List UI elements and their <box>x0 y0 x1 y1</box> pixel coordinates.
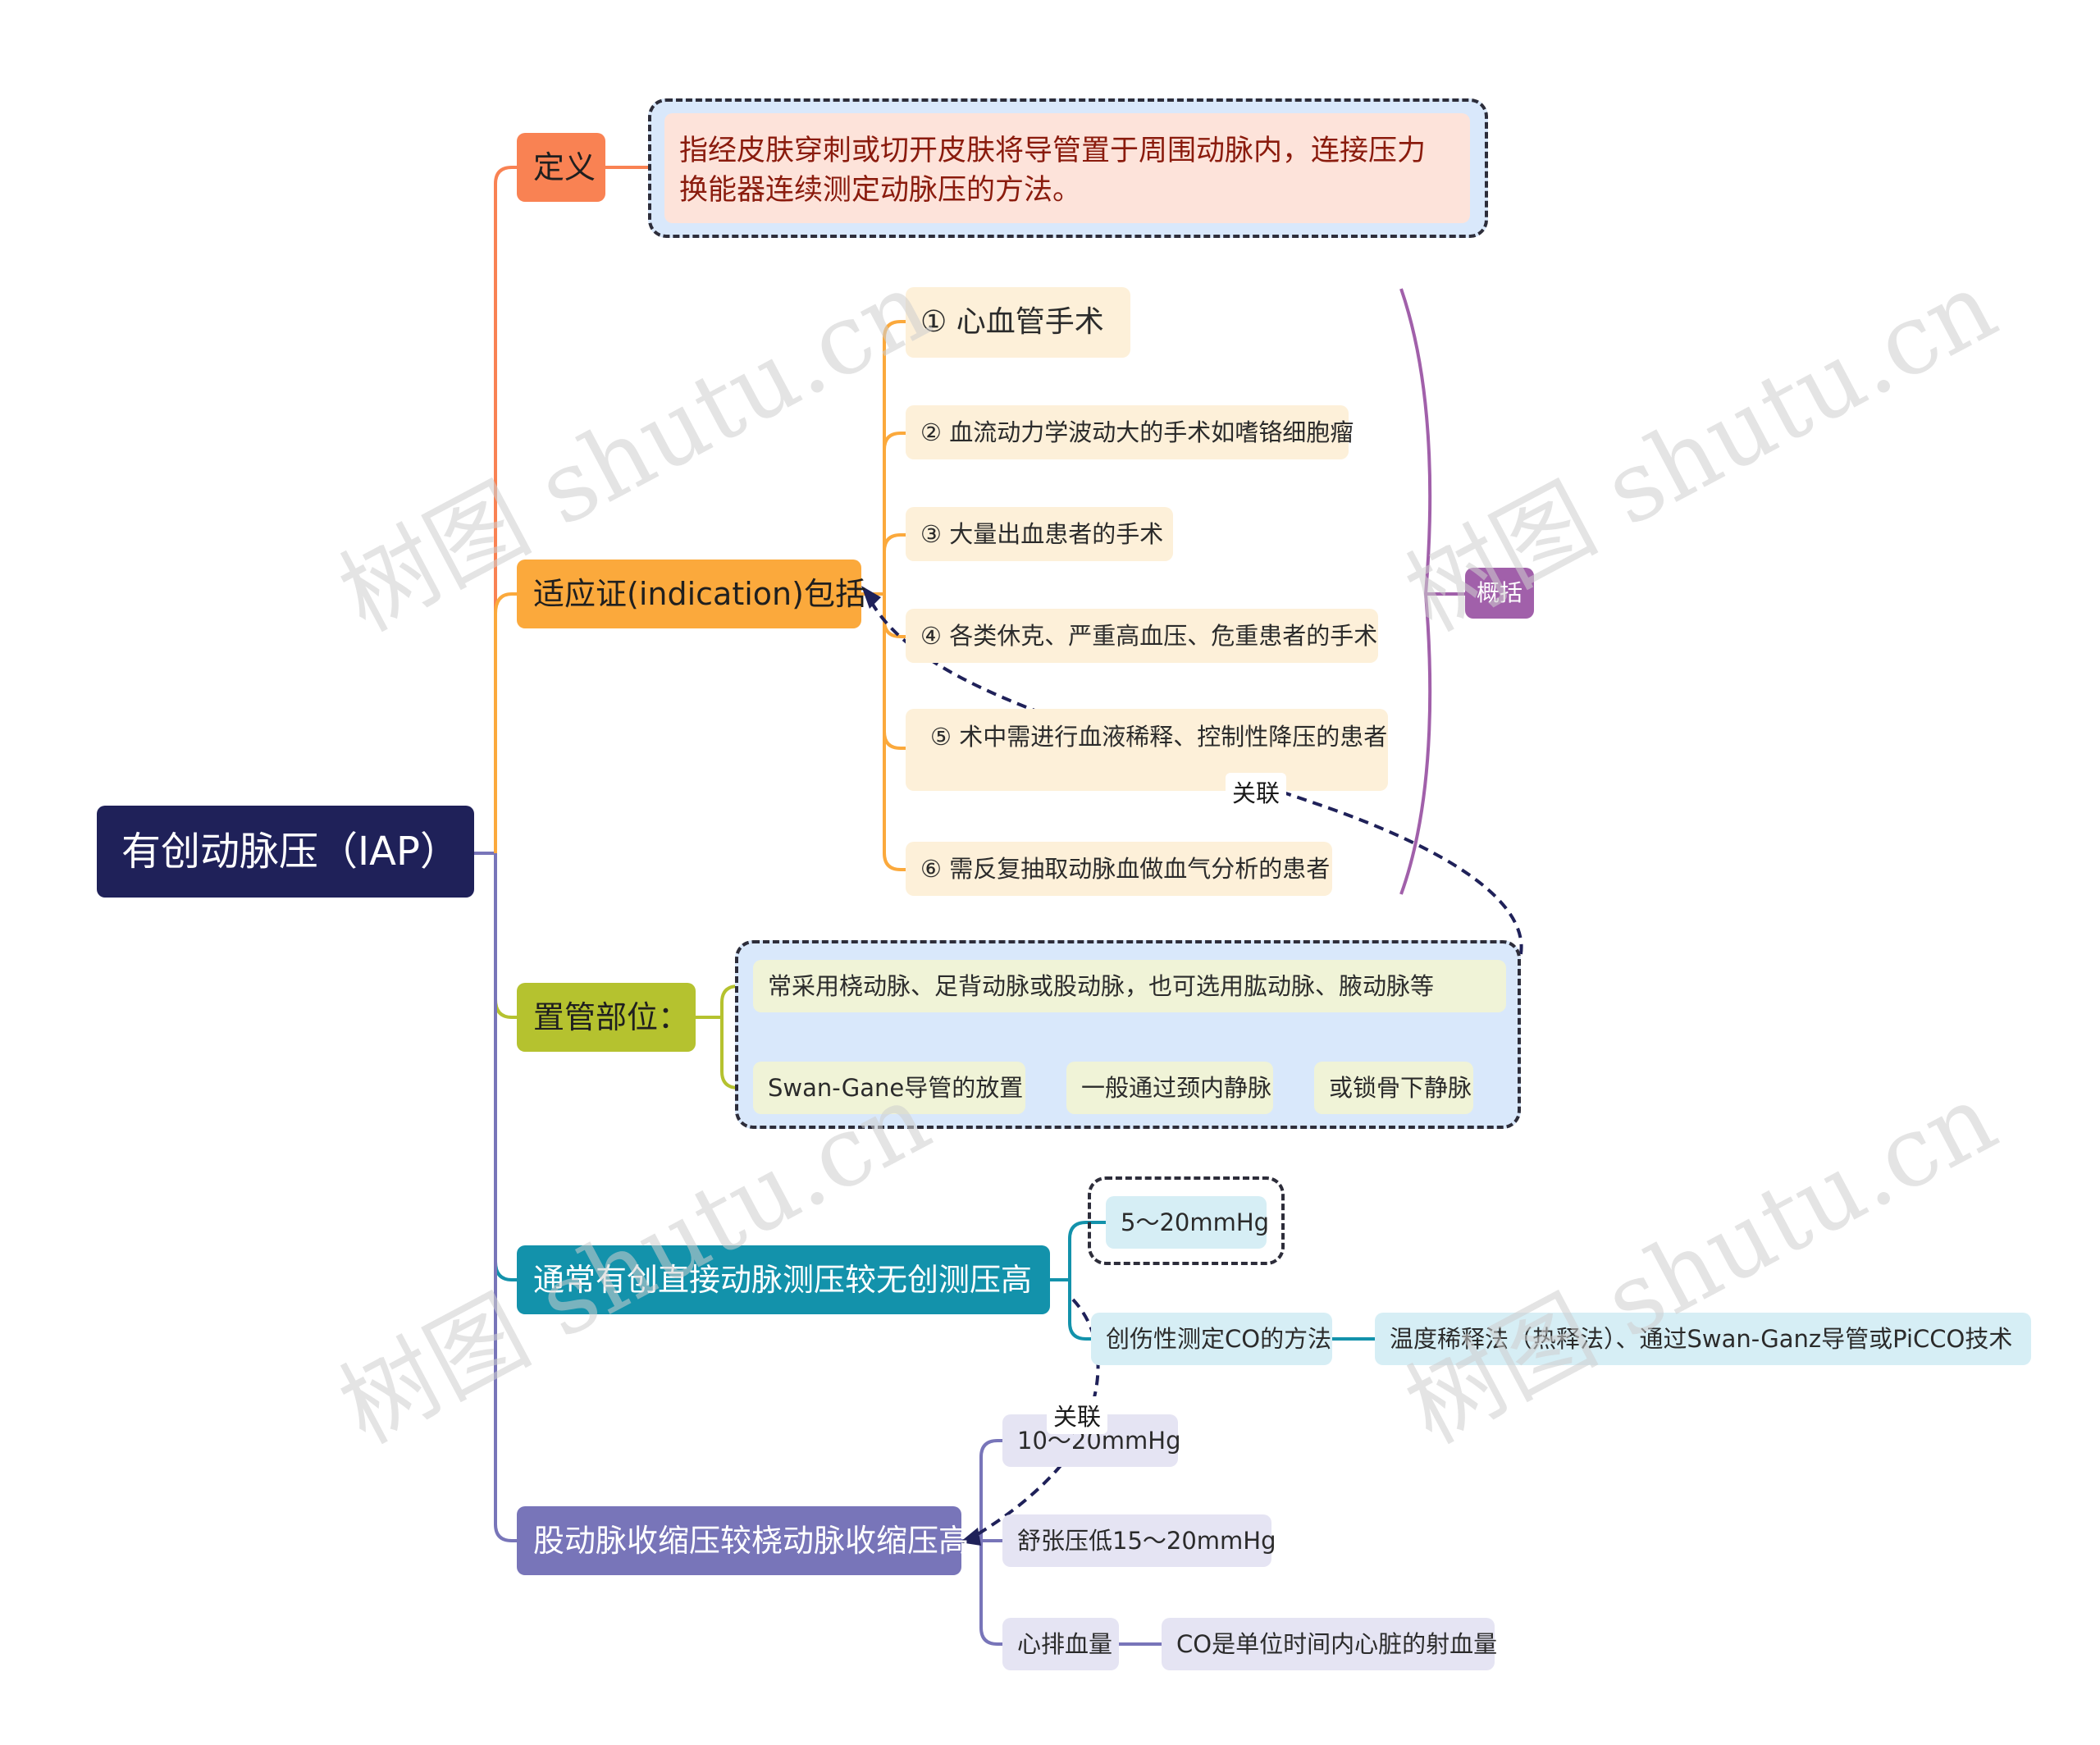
connector-to-indication <box>494 592 517 853</box>
direct-item-2-sub[interactable]: 温度稀释法（热释法）、通过Swan-Ganz导管或PiCCO技术 <box>1375 1313 2031 1365</box>
summary-node[interactable]: 概括 <box>1465 568 1534 619</box>
femoral-label: 股动脉收缩压较桡动脉收缩压高 <box>533 1523 970 1559</box>
direct-value-frame <box>1088 1176 1285 1265</box>
connector-indication-6 <box>883 594 906 871</box>
indication-item-4-label: ④ 各类休克、严重高血压、危重患者的手术 <box>920 621 1378 650</box>
direct-item-2[interactable]: 创伤性测定CO的方法 <box>1091 1313 1332 1365</box>
femoral-item-3-sub-label: CO是单位时间内心脏的射血量 <box>1176 1629 1498 1658</box>
connector-to-definition <box>494 166 517 853</box>
connector-indication-5 <box>883 594 906 750</box>
connector-indication-3 <box>883 533 906 594</box>
indication-item-6[interactable]: ⑥ 需反复抽取动脉血做血气分析的患者 <box>906 842 1332 896</box>
indication-item-1[interactable]: ① 心血管手术 <box>906 287 1130 358</box>
connector-femoral-3 <box>979 1541 1002 1646</box>
summary-label: 概括 <box>1476 579 1522 606</box>
relation-curve-1 <box>866 595 1523 984</box>
indication-label: 适应证(indication)包括 <box>533 576 866 612</box>
connector-to-direct <box>494 853 517 1281</box>
definition-node[interactable]: 定义 <box>517 133 605 202</box>
placement-item-2-sub2[interactable]: 或锁骨下静脉 <box>1314 1062 1473 1114</box>
direct-item-1[interactable]: 5～20mmHg <box>1106 1196 1270 1249</box>
relation-label-2[interactable]: 关联 <box>1047 1396 1108 1434</box>
connector-indication-1 <box>883 320 906 594</box>
femoral-item-3[interactable]: 心排血量 <box>1002 1618 1119 1670</box>
definition-label: 定义 <box>533 149 596 185</box>
relation-arrowhead-1 <box>861 586 881 609</box>
placement-item-2-sub2-label: 或锁骨下静脉 <box>1329 1073 1472 1102</box>
indication-item-3[interactable]: ③ 大量出血患者的手术 <box>906 507 1173 561</box>
connector-direct-1 <box>1068 1221 1106 1280</box>
placement-node[interactable]: 置管部位： <box>517 983 696 1052</box>
indication-item-1-label: ① 心血管手术 <box>920 305 1104 339</box>
summary-brace <box>1399 288 1432 895</box>
connector-to-placement <box>494 853 517 1019</box>
femoral-item-2[interactable]: 舒张压低15～20mmHg <box>1002 1514 1276 1567</box>
placement-item-2[interactable]: Swan-Gane导管的放置 <box>753 1062 1025 1114</box>
indication-item-4[interactable]: ④ 各类休克、严重高血压、危重患者的手术 <box>906 609 1378 663</box>
direct-label: 通常有创直接动脉测压较无创测压高 <box>533 1262 1033 1298</box>
definition-text-line2: 换能器连续测定动脉压的方法。 <box>679 174 1082 207</box>
indication-item-2-label: ② 血流动力学波动大的手术如嗜铬细胞瘤 <box>920 418 1354 446</box>
connector-indication-2 <box>883 432 906 594</box>
femoral-item-3-label: 心排血量 <box>1017 1629 1113 1658</box>
direct-node[interactable]: 通常有创直接动脉测压较无创测压高 <box>517 1245 1050 1314</box>
femoral-item-2-label: 舒张压低15～20mmHg <box>1017 1526 1276 1555</box>
indication-item-5-label: ⑤ 术中需进行血液稀释、控制性降压的患者 <box>930 723 1388 751</box>
definition-text-node[interactable]: 指经皮肤穿刺或切开皮肤将导管置于周围动脉内，连接压力 换能器连续测定动脉压的方法… <box>664 113 1470 223</box>
placement-item-2-label: Swan-Gane导管的放置 <box>768 1073 1024 1102</box>
relation-label-1[interactable]: 关联 <box>1226 773 1287 811</box>
femoral-item-3-sub[interactable]: CO是单位时间内心脏的射血量 <box>1162 1618 1498 1670</box>
indication-item-3-label: ③ 大量出血患者的手术 <box>920 519 1164 548</box>
indication-item-2[interactable]: ② 血流动力学波动大的手术如嗜铬细胞瘤 <box>906 405 1354 459</box>
definition-text-line1: 指经皮肤穿刺或切开皮肤将导管置于周围动脉内，连接压力 <box>679 135 1427 167</box>
direct-item-2-sub-label: 温度稀释法（热释法）、通过Swan-Ganz导管或PiCCO技术 <box>1390 1324 2013 1353</box>
placement-label: 置管部位： <box>533 999 690 1035</box>
indication-item-6-label: ⑥ 需反复抽取动脉血做血气分析的患者 <box>920 854 1331 883</box>
indication-node[interactable]: 适应证(indication)包括 <box>517 560 866 628</box>
femoral-node[interactable]: 股动脉收缩压较桡动脉收缩压高 <box>517 1506 970 1575</box>
relation-arrowhead-2 <box>960 1528 981 1546</box>
root-node[interactable]: 有创动脉压（IAP） <box>97 806 474 898</box>
root-label: 有创动脉压（IAP） <box>121 829 459 875</box>
connector-direct-2 <box>1068 1280 1091 1341</box>
connector-to-femoral <box>494 853 517 1542</box>
placement-item-1-label: 常采用桡动脉、足背动脉或股动脉，也可选用肱动脉、腋动脉等 <box>768 971 1435 1000</box>
indication-item-5[interactable]: ⑤ 术中需进行血液稀释、控制性降压的患者 <box>906 709 1388 791</box>
direct-item-1-label: 5～20mmHg <box>1121 1208 1270 1236</box>
placement-item-1[interactable]: 常采用桡动脉、足背动脉或股动脉，也可选用肱动脉、腋动脉等 <box>753 960 1506 1012</box>
placement-item-2-sub1-label: 一般通过颈内静脉 <box>1081 1073 1272 1102</box>
connector-femoral-1 <box>979 1439 1002 1541</box>
direct-item-2-label: 创伤性测定CO的方法 <box>1106 1324 1332 1353</box>
placement-item-2-sub1[interactable]: 一般通过颈内静脉 <box>1066 1062 1273 1114</box>
